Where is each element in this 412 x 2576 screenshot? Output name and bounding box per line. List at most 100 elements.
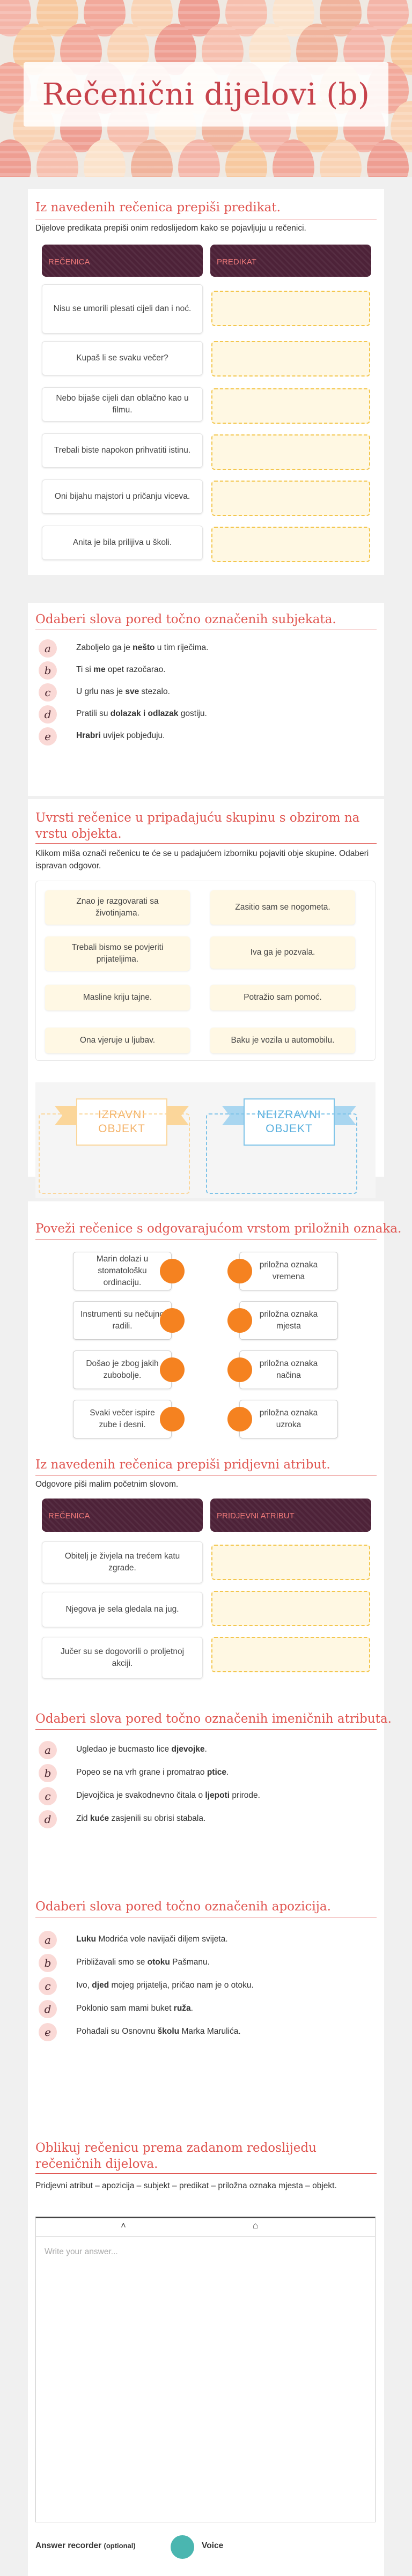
section-title: Odaberi slova pored točno označenih imen… — [35, 1712, 392, 1726]
choice-text: Ivo, djed mojeg prijatelja, pričao nam j… — [76, 1981, 254, 1990]
choice-letter[interactable]: a — [39, 1741, 57, 1759]
choice-letter[interactable]: b — [39, 1954, 57, 1972]
choice-text: Zid kuće zasjenili su obrisi stabala. — [76, 1814, 206, 1823]
match-right-item[interactable]: priložna oznaka uzroka — [239, 1400, 338, 1438]
microphone-button[interactable] — [171, 2535, 194, 2559]
choice-letter[interactable]: a — [39, 639, 57, 658]
choice-option[interactable]: d Poklonio sam mami buket ruža. — [35, 2000, 368, 2019]
drop-zone-neizravni[interactable] — [206, 1113, 357, 1194]
choice-text: Poklonio sam mami buket ruža. — [76, 2004, 193, 2013]
choice-text: Pohađali su Osnovnu školu Marka Marulića… — [76, 2027, 241, 2036]
choice-letter[interactable]: c — [39, 1977, 57, 1995]
sentence-card: Nisu se umorili plesati cijeli dan i noć… — [42, 284, 203, 334]
match-left-dot[interactable] — [160, 1407, 185, 1431]
divider — [35, 2173, 377, 2174]
page-title: Rečenični dijelovi (b) — [42, 77, 370, 112]
card-apozicije — [28, 1888, 384, 2113]
drop-zone[interactable] — [211, 341, 370, 377]
column-header: PREDIKAT — [210, 245, 371, 277]
match-right-dot[interactable] — [227, 1407, 252, 1431]
drop-zone-izravni[interactable] — [39, 1113, 190, 1194]
choice-letter[interactable]: e — [39, 727, 57, 746]
match-right-dot[interactable] — [227, 1308, 252, 1333]
match-left-item[interactable]: Došao je zbog jakih zubobolje. — [73, 1350, 172, 1389]
text-format-icon[interactable]: ˄ — [121, 2220, 126, 2231]
voice-label: Voice — [202, 2541, 224, 2550]
section-title: Poveži rečenice s odgovarajućom vrstom p… — [35, 1222, 402, 1236]
drop-zone[interactable] — [211, 434, 370, 470]
drop-zone[interactable] — [211, 1545, 370, 1580]
choice-option[interactable]: d Zid kuće zasjenili su obrisi stabala. — [35, 1810, 368, 1829]
section-title: Uvrsti rečenice u pripadajuću skupinu s … — [35, 811, 360, 841]
column-header: PRIDJEVNI ATRIBUT — [210, 1499, 371, 1532]
match-left-dot[interactable] — [160, 1357, 185, 1382]
choice-letter[interactable]: d — [39, 1810, 57, 1828]
match-right-item[interactable]: priložna oznaka mjesta — [239, 1301, 338, 1340]
sentence-card: Njegova je sela gledala na jug. — [42, 1592, 203, 1627]
section-title: Iz navedenih rečenica prepiši predikat. — [35, 201, 281, 215]
card-imenicni — [28, 1700, 384, 1888]
match-right-dot[interactable] — [227, 1259, 252, 1283]
choice-letter[interactable]: b — [39, 1764, 57, 1782]
column-header: REČENICA — [42, 245, 203, 277]
answer-textarea[interactable]: Write your answer... — [35, 2236, 376, 2522]
sentence-card: Obitelj je živjela na trećem katu zgrade… — [42, 1541, 203, 1583]
group-area: IZRAVNI OBJEKT NEIZRAVNI OBJEKT — [35, 1082, 376, 1198]
sentence-chip[interactable]: Ona vjeruje u ljubav. — [45, 1028, 190, 1053]
group-label-neizravni: NEIZRAVNI OBJEKT — [222, 1098, 356, 1146]
drop-zone[interactable] — [211, 527, 370, 562]
choice-letter[interactable]: d — [39, 705, 57, 724]
choice-letter[interactable]: c — [39, 683, 57, 702]
match-left-item[interactable]: Svaki večer ispire zube i desni. — [73, 1400, 172, 1438]
match-right-item[interactable]: priložna oznaka načina — [239, 1350, 338, 1389]
divider — [35, 1729, 377, 1730]
choice-letter[interactable]: d — [39, 2000, 57, 2018]
sentence-chip[interactable]: Baku je vozila u automobilu. — [210, 1028, 355, 1053]
choice-letter[interactable]: c — [39, 1787, 57, 1805]
sentence-chip[interactable]: Trebali bismo se povjeriti prijateljima. — [45, 936, 190, 971]
sentence-card: Kupaš li se svaku večer? — [42, 341, 203, 375]
match-left-dot[interactable] — [160, 1308, 185, 1333]
egg-decoration — [0, 139, 31, 177]
match-right-dot[interactable] — [227, 1357, 252, 1382]
choice-letter[interactable]: e — [39, 2023, 57, 2041]
instruction: Odgovore piši malim početnim slovom. — [35, 1480, 179, 1489]
image-icon[interactable]: ⌂ — [253, 2220, 259, 2231]
match-right-item[interactable]: priložna oznaka vremena — [239, 1252, 338, 1290]
choice-option[interactable]: e Pohađali su Osnovnu školu Marka Marulić… — [35, 2023, 368, 2042]
egg-decoration — [178, 0, 220, 36]
sentence-chip[interactable]: Potražio sam pomoć. — [210, 985, 355, 1010]
match-left-item[interactable]: Marin dolazi u stomatološku ordinaciju. — [73, 1252, 172, 1290]
drop-zone[interactable] — [211, 291, 370, 326]
sentence-chip[interactable]: Zasitio sam se nogometa. — [210, 890, 355, 925]
sentence-chip[interactable]: Iva ga je pozvala. — [210, 936, 355, 969]
egg-decoration — [320, 139, 362, 177]
egg-decoration — [178, 139, 220, 177]
match-left-item[interactable]: Instrumenti su nečujno radili. — [73, 1301, 172, 1340]
choice-letter[interactable]: a — [39, 1931, 57, 1949]
match-left-dot[interactable] — [160, 1259, 185, 1283]
sentence-chip[interactable]: Masline kriju tajne. — [45, 985, 190, 1010]
choice-option[interactable]: c Ivo, djed mojeg prijatelja, pričao nam … — [35, 1977, 368, 1996]
sentence-chip[interactable]: Znao je razgovarati sa životinjama. — [45, 890, 190, 925]
drop-zone[interactable] — [211, 388, 370, 424]
choice-letter[interactable]: b — [39, 661, 57, 680]
section-title: Odaberi slova pored točno označenih subj… — [35, 612, 336, 626]
drop-zone[interactable] — [211, 1591, 370, 1626]
drop-zone[interactable] — [211, 481, 370, 516]
answer-placeholder: Write your answer... — [45, 2247, 118, 2256]
card-subjekti — [28, 603, 384, 796]
drop-zone[interactable] — [211, 1637, 370, 1672]
sentence-card: Nebo bijaše cijeli dan oblačno kao u fil… — [42, 387, 203, 422]
section-title: Oblikuj rečenicu prema zadanom redoslije… — [35, 2141, 317, 2171]
